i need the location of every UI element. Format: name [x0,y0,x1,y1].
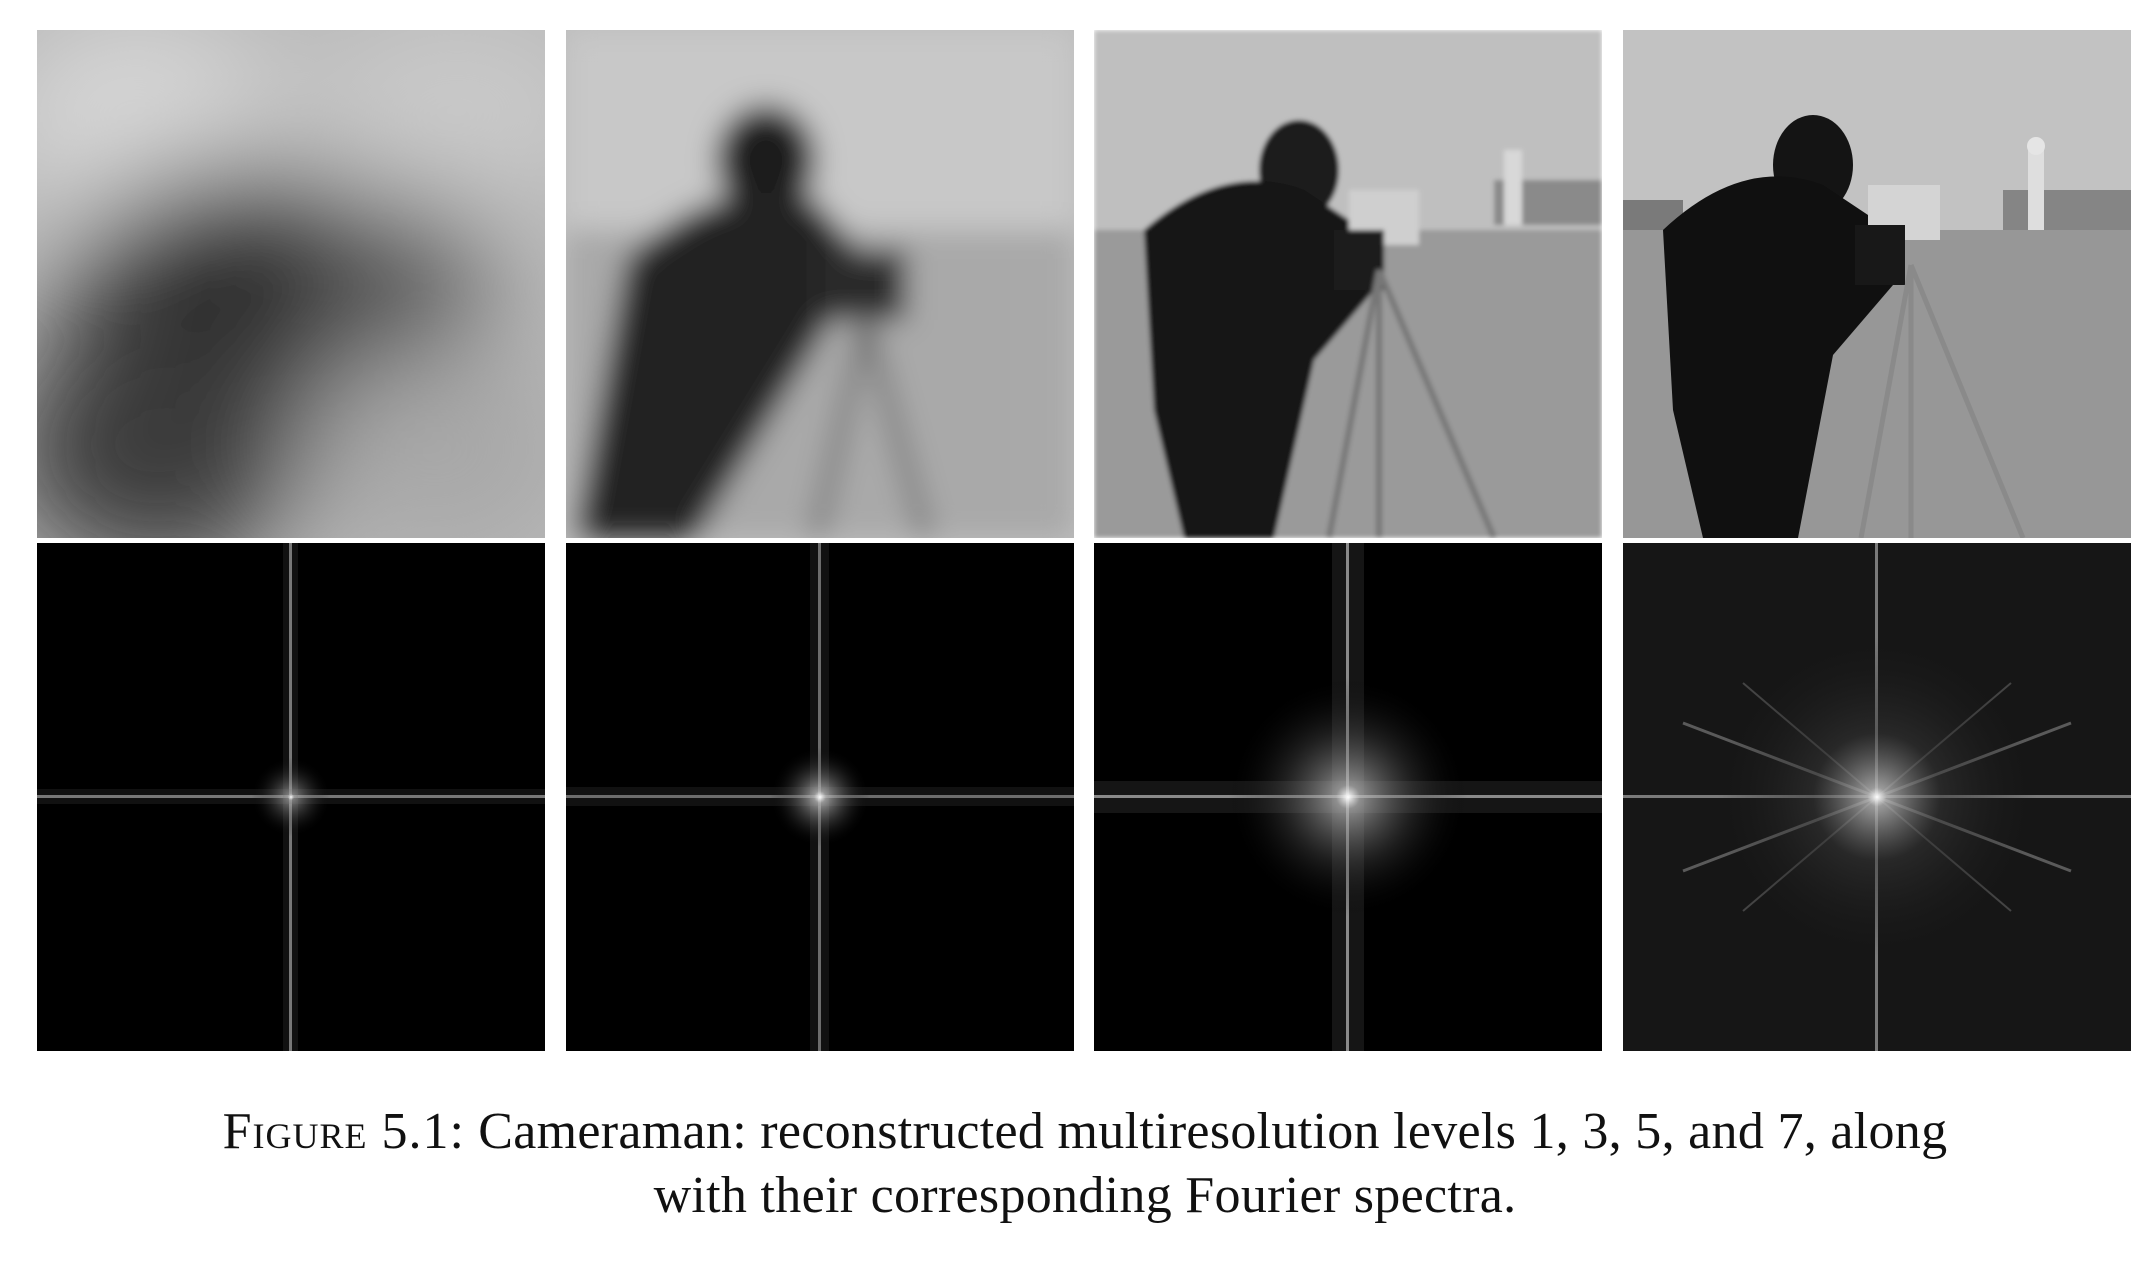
caption-line-1: Figure 5.1: Cameraman: reconstructed mul… [40,1100,2130,1164]
reconstruction-level-1-graphic [37,30,545,538]
fourier-spectrum-level-3-image [566,543,1074,1051]
reconstruction-level-1-image [37,30,545,538]
reconstruction-level-3-image [566,30,1074,538]
fourier-spectrum-level-5-graphic [1094,543,1602,1051]
caption-text-line-1: Cameraman: reconstructed multiresolution… [478,1103,1948,1160]
fourier-spectrum-level-7-image [1623,543,2131,1051]
fourier-spectrum-level-1-image [37,543,545,1051]
fourier-spectrum-level-1-graphic [37,543,545,1051]
reconstruction-level-3-graphic [566,30,1074,538]
caption-figure-label: Figure 5.1: [222,1103,465,1160]
fourier-spectrum-level-7-graphic [1623,543,2131,1051]
fourier-spectrum-level-3-graphic [566,543,1074,1051]
reconstruction-level-7-graphic [1623,30,2131,538]
reconstruction-level-5-image [1094,30,1602,538]
reconstruction-level-5-graphic [1094,30,1602,538]
figure-caption: Figure 5.1: Cameraman: reconstructed mul… [40,1100,2130,1228]
fourier-spectrum-level-5-image [1094,543,1602,1051]
reconstruction-level-7-image [1623,30,2131,538]
caption-text-line-2: with their corresponding Fourier spectra… [653,1167,1517,1224]
